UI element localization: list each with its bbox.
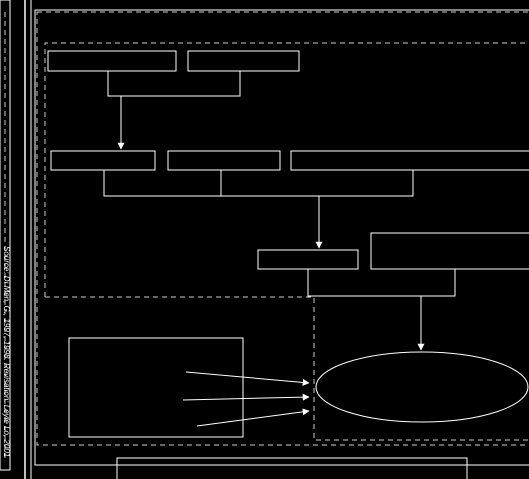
outcome-ellipse bbox=[315, 351, 529, 423]
mid-box-1 bbox=[50, 150, 156, 171]
top-connector bbox=[107, 71, 241, 97]
outer-dashed-area bbox=[36, 11, 529, 446]
mid-box-2 bbox=[167, 150, 281, 171]
lower-box-2 bbox=[370, 232, 529, 270]
mid-connector bbox=[103, 170, 414, 197]
side-arrow-1 bbox=[185, 371, 310, 386]
mid-box-3 bbox=[290, 150, 529, 171]
side-arrow-2 bbox=[182, 393, 310, 401]
inner-dashed-area bbox=[44, 42, 529, 441]
lower-connector bbox=[307, 269, 456, 297]
main-frame bbox=[34, 9, 529, 466]
side-arrow-3 bbox=[196, 408, 310, 427]
source-note: Source: Di Men, G., 1997, 1998. Revisati… bbox=[2, 246, 11, 458]
bottom-box bbox=[116, 457, 468, 479]
top-box-1 bbox=[47, 50, 177, 72]
left-margin-frame bbox=[0, 0, 11, 471]
top-box-2 bbox=[187, 50, 300, 72]
side-box bbox=[68, 337, 244, 438]
lower-box-1 bbox=[257, 249, 359, 270]
